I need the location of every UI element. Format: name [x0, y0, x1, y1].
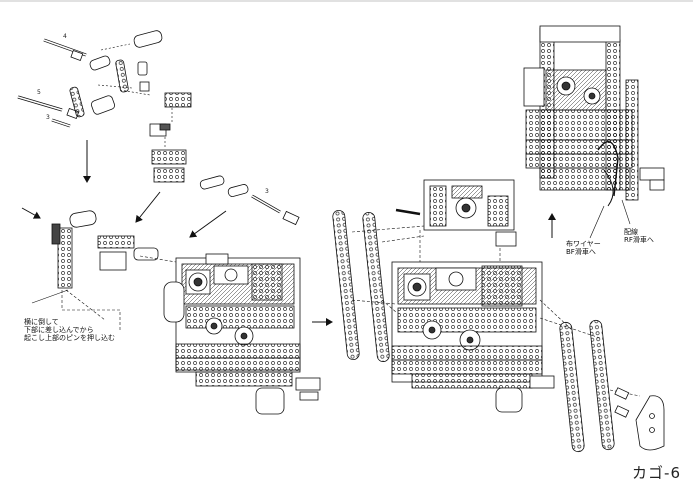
note-cloth-wire: 布ワイヤー BF滑車へ: [566, 240, 601, 256]
leader-lines: [61, 255, 177, 330]
pin-count-3-right: 3: [265, 188, 269, 195]
note-wiring-line2: RF滑車へ: [624, 236, 654, 244]
middle-beams: [332, 209, 615, 453]
pin-count-4: 4: [63, 33, 67, 40]
note-cloth-wire-line2: BF滑車へ: [566, 248, 596, 256]
pin-count-3-left: 3: [46, 114, 50, 121]
page-label: カゴ-6: [632, 464, 681, 482]
note-side-insert-line1: 横に倒して: [24, 318, 59, 326]
pin-count-5: 5: [37, 89, 41, 96]
pin-5-stack: [17, 95, 63, 112]
pin-3-stack: [51, 118, 71, 128]
note-side-insert: 横に倒して 下部に差し込んでから 起こし上部のピンを押し込む: [24, 318, 115, 342]
note-cloth-wire-line1: 布ワイヤー: [566, 240, 601, 248]
left-column-piece: [51, 210, 159, 289]
middle-top-subassembly: [395, 179, 517, 247]
middle-main-block: [391, 261, 555, 413]
callout-lines: [31, 199, 631, 304]
main-block-left: [163, 253, 321, 415]
right-small-parts: [614, 387, 665, 451]
loose-parts-group: [17, 30, 163, 128]
brick-stack: [149, 92, 192, 183]
note-wiring: 配線 RF滑車へ: [624, 228, 654, 244]
note-side-insert-line3: 起こし上部のピンを押し込む: [24, 334, 115, 342]
loose-parts-right: [199, 175, 300, 226]
completed-assembly-top-right: [523, 25, 665, 207]
note-wiring-line1: 配線: [624, 228, 638, 236]
assembly-arrows: [21, 140, 556, 326]
note-side-insert-line2: 下部に差し込んでから: [24, 326, 94, 334]
